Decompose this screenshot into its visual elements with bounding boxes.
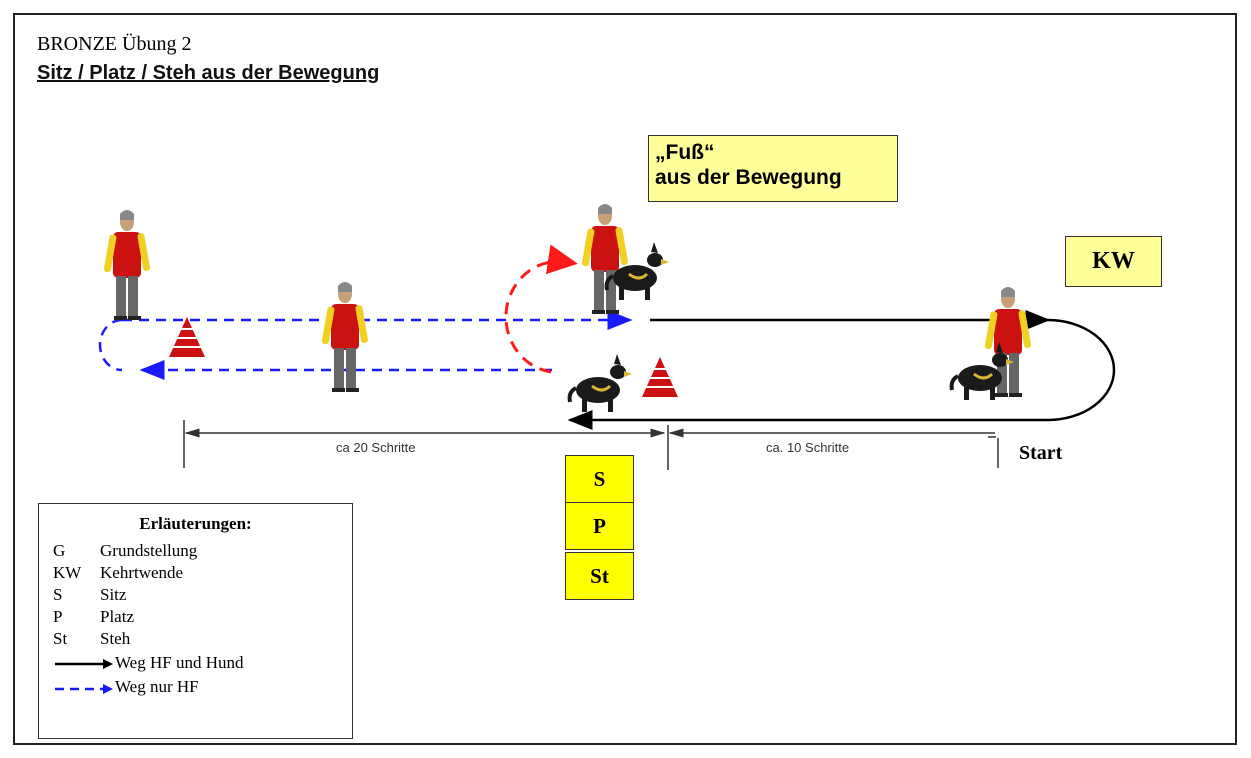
legend-item: St Steh (53, 628, 130, 650)
command-stand-box: St (565, 552, 634, 600)
legend-abbr: G (53, 541, 66, 560)
command-sit-box: S (565, 455, 634, 503)
about-turn-callout: KW (1065, 236, 1162, 287)
legend-abbr: St (53, 629, 68, 648)
heel-command-callout: „Fuß“ aus der Bewegung (648, 135, 898, 202)
legend-item-dashed-path: Weg nur HF (53, 676, 199, 698)
turn-arc (504, 244, 578, 374)
legend-item: S Sitz (53, 584, 126, 606)
legend-item: P Platz (53, 606, 134, 628)
distance-dimension-far (183, 420, 666, 468)
handler-dog-path (567, 310, 1116, 430)
distance-near-label: ca. 10 Schritte (766, 440, 850, 455)
legend-item: G Grundstellung (53, 540, 197, 562)
legend-title: Erläuterungen: (139, 514, 252, 533)
legend-text: Platz (100, 607, 134, 626)
legend-solid-path-label: Weg HF und Hund (115, 653, 244, 672)
handler-ground-position-icon (103, 210, 151, 320)
exercise-title: BRONZE Übung 2 (37, 33, 192, 55)
cone-far-icon (168, 316, 206, 358)
cone-near-icon (641, 356, 679, 398)
legend-box: Erläuterungen: G Grundstellung KW Kehrtwen… (38, 503, 353, 739)
legend-text: Steh (100, 629, 131, 648)
distance-far-label: ca 20 Schritte (336, 440, 416, 455)
legend-item: KW Kehrtwende (53, 562, 183, 584)
heel-command-line1: „Fuß“ (655, 141, 715, 164)
distance-dimension-near (667, 425, 999, 470)
handler-walking-icon (321, 282, 369, 392)
command-down-box: P (565, 502, 634, 550)
legend-text: Grundstellung (100, 541, 198, 560)
legend-dashed-path-label: Weg nur HF (115, 677, 199, 696)
solid-arrow-icon (55, 659, 113, 670)
legend-abbr: KW (53, 563, 82, 582)
diagram-frame (13, 13, 1237, 745)
legend-item-solid-path: Weg HF und Hund (53, 652, 244, 674)
legend-text: Kehrtwende (100, 563, 184, 582)
exercise-subtitle: Sitz / Platz / Steh aus der Bewegung (37, 62, 380, 84)
legend-abbr: S (53, 585, 63, 604)
start-label: Start (1019, 442, 1063, 464)
dog-sitting-icon (567, 352, 634, 414)
legend-abbr: P (53, 607, 63, 626)
dashed-arrow-icon (55, 684, 113, 695)
heel-command-line2: aus der Bewegung (655, 166, 842, 189)
legend-text: Sitz (100, 585, 127, 604)
